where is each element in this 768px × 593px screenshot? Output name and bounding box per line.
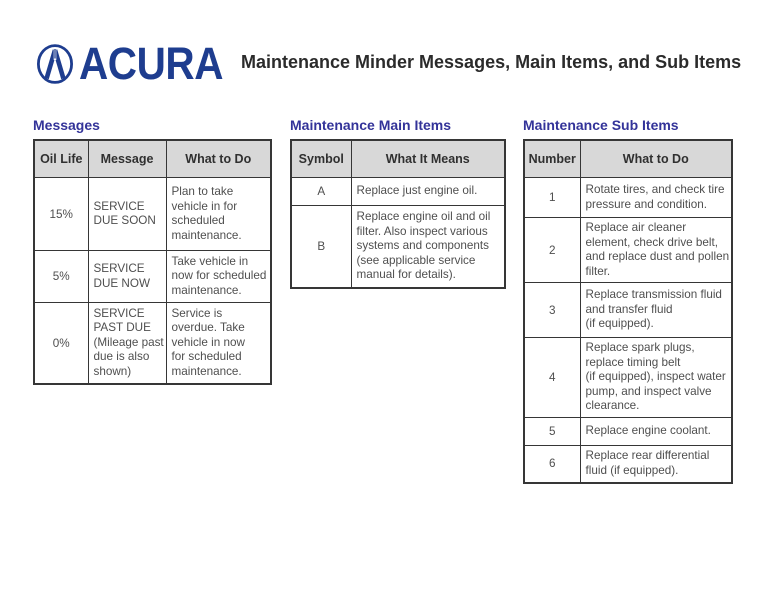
number-cell: 4 [523,337,581,418]
sub-items-header-row: Number What to Do [523,139,733,178]
column-header-what-it-means: What It Means [350,139,506,178]
what-to-do-cell: Replace rear differential fluid (if equi… [579,444,733,483]
table-row: 0% SERVICE PAST DUE (Mileage past due is… [33,302,272,385]
what-to-do-cell: Replace transmission fluid and transfer … [579,282,733,338]
number-cell: 5 [523,416,581,446]
messages-header-row: Oil Life Message What to Do [33,139,272,178]
symbol-cell: A [290,177,352,206]
table-row: 1 Rotate tires, and check tire pressure … [523,177,733,218]
message-cell: SERVICE DUE SOON [87,177,167,251]
table-row: 15% SERVICE DUE SOON Plan to take vehicl… [33,177,272,251]
what-to-do-cell: Replace air cleaner element, check drive… [579,217,733,283]
column-header-what-to-do: What to Do [165,139,272,178]
sub-items-section: Maintenance Sub Items Number What to Do … [523,117,733,484]
meaning-cell: Replace engine oil and oil filter. Also … [350,205,506,289]
acura-wordmark: ACURA [79,38,223,89]
number-cell: 3 [523,282,581,338]
table-row: 4 Replace spark plugs, replace timing be… [523,337,733,418]
oil-life-cell: 0% [33,302,89,385]
main-items-table: Symbol What It Means A Replace just engi… [290,139,506,289]
what-to-do-cell: Take vehicle in now for scheduled mainte… [165,250,272,303]
table-row: 3 Replace transmission fluid and transfe… [523,282,733,338]
acura-logo: ACURA [36,38,239,89]
table-row: 6 Replace rear differential fluid (if eq… [523,444,733,483]
messages-section-title: Messages [33,117,100,133]
number-cell: 2 [523,217,581,283]
table-row: 5% SERVICE DUE NOW Take vehicle in now f… [33,250,272,303]
messages-section: Messages Oil Life Message What to Do 15%… [33,117,272,385]
oil-life-cell: 5% [33,250,89,303]
table-row: 5 Replace engine coolant. [523,416,733,446]
column-header-what-to-do: What to Do [579,139,733,178]
table-row: A Replace just engine oil. [290,177,506,206]
column-header-symbol: Symbol [290,139,352,178]
what-to-do-cell: Service is overdue. Take vehicle in now … [165,302,272,385]
symbol-cell: B [290,205,352,289]
what-to-do-cell: Plan to take vehicle in for scheduled ma… [165,177,272,251]
column-header-message: Message [87,139,167,178]
oil-life-cell: 15% [33,177,89,251]
what-to-do-cell: Replace spark plugs, replace timing belt… [579,337,733,418]
column-header-oil-life: Oil Life [33,139,89,178]
main-items-section-title: Maintenance Main Items [290,117,452,133]
table-row: 2 Replace air cleaner element, check dri… [523,217,733,283]
what-to-do-cell: Rotate tires, and check tire pressure an… [579,177,733,218]
sub-items-section-title: Maintenance Sub Items [523,117,679,133]
acura-emblem-icon [36,44,74,84]
main-items-section: Maintenance Main Items Symbol What It Me… [290,117,506,289]
what-to-do-cell: Replace engine coolant. [579,416,733,446]
main-items-header-row: Symbol What It Means [290,139,506,178]
messages-table: Oil Life Message What to Do 15% SERVICE … [33,139,272,385]
message-cell: SERVICE PAST DUE (Mileage past due is al… [87,302,167,385]
sub-items-table: Number What to Do 1 Rotate tires, and ch… [523,139,733,484]
message-cell: SERVICE DUE NOW [87,250,167,303]
meaning-cell: Replace just engine oil. [350,177,506,206]
number-cell: 6 [523,444,581,483]
number-cell: 1 [523,177,581,218]
table-row: B Replace engine oil and oil filter. Als… [290,205,506,289]
column-header-number: Number [523,139,581,178]
page-title: Maintenance Minder Messages, Main Items,… [241,52,742,72]
